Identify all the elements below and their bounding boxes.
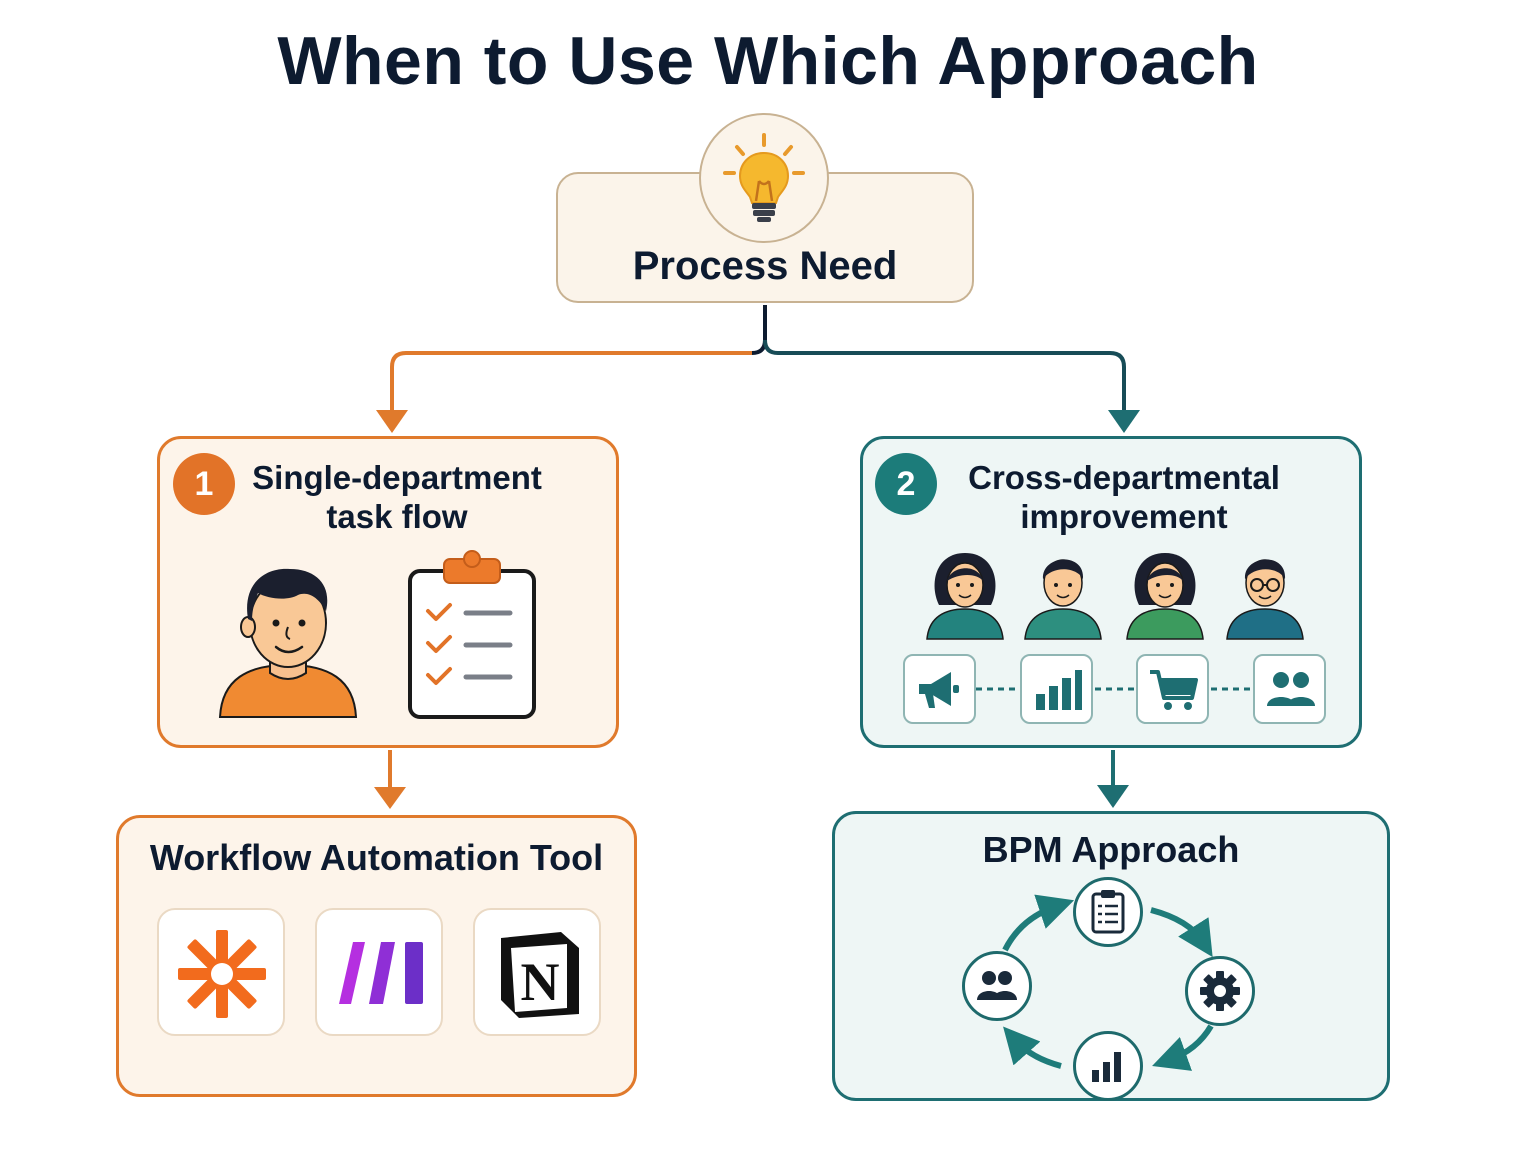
cross-departmental-title: Cross-departmental improvement <box>953 458 1295 536</box>
cycle-arrow-top-right <box>1150 907 1213 958</box>
man-avatar-icon <box>1024 559 1102 640</box>
cycle-arrow-bottom-left <box>1003 1026 1062 1069</box>
bar-chart-icon <box>1092 1052 1121 1082</box>
dept-analytics-tile <box>1020 654 1093 724</box>
dept-marketing-tile <box>903 654 976 724</box>
single-department-title-line-2: task flow <box>326 498 468 535</box>
gear-icon <box>1200 971 1240 1011</box>
zapier-tile <box>157 908 285 1036</box>
process-need-label: Process Need <box>632 244 898 288</box>
clipboard-icon <box>1091 890 1125 934</box>
lightbulb-icon <box>723 133 805 222</box>
woman-avatar-icon <box>1126 553 1204 640</box>
cycle-arrow-bottom-right <box>1152 1024 1214 1071</box>
people-icon <box>977 971 1017 1000</box>
arrow-to-result-1 <box>374 787 406 809</box>
option-2-badge: 2 <box>875 453 937 515</box>
man-with-glasses-avatar-icon <box>1226 559 1304 640</box>
notion-logo: N <box>501 932 579 1018</box>
single-department-card: 1 Single-department task flow <box>157 436 619 748</box>
single-department-title-line-1: Single-department <box>252 459 542 496</box>
bpm-cycle-arrows <box>1002 894 1214 1071</box>
people-icon <box>1267 672 1315 706</box>
make-tile <box>315 908 443 1036</box>
single-department-title: Single-department task flow <box>232 458 562 536</box>
arrow-to-result-2 <box>1097 785 1129 808</box>
cross-departmental-title-line-1: Cross-departmental <box>968 459 1280 496</box>
bar-chart-icon <box>1036 670 1082 710</box>
connector-to-option-1 <box>390 351 752 412</box>
dept-team-tile <box>1253 654 1326 724</box>
workflow-automation-card: Workflow Automation Tool N <box>116 815 637 1097</box>
cycle-node-plan <box>1073 877 1143 947</box>
notion-tile: N <box>473 908 601 1036</box>
cycle-arrow-top-left <box>1002 894 1075 952</box>
clipboard-checklist-icon <box>408 550 536 719</box>
arrow-to-option-1 <box>376 410 408 433</box>
zapier-logo <box>178 930 266 1018</box>
cycle-node-team <box>962 951 1032 1021</box>
woman-avatar-icon <box>926 553 1004 640</box>
cycle-node-execute <box>1185 956 1255 1026</box>
option-1-badge: 1 <box>173 453 235 515</box>
cross-departmental-card: 2 Cross-departmental improvement <box>860 436 1362 748</box>
department-link-lines <box>976 687 1253 691</box>
dept-sales-tile <box>1136 654 1209 724</box>
bpm-approach-title: BPM Approach <box>982 829 1240 870</box>
bpm-approach-card: BPM Approach <box>832 811 1390 1101</box>
notion-letter: N <box>521 952 560 1012</box>
cycle-node-measure <box>1073 1031 1143 1101</box>
workflow-automation-title: Workflow Automation Tool <box>149 837 604 878</box>
megaphone-icon <box>919 672 959 708</box>
connector-to-option-2 <box>763 339 1126 412</box>
cross-departmental-title-line-2: improvement <box>1020 498 1228 535</box>
make-logo <box>339 942 423 1004</box>
person-icon <box>218 568 358 718</box>
connector-root-stem <box>751 305 767 355</box>
shopping-cart-icon <box>1150 670 1198 710</box>
lightbulb-badge <box>699 113 829 243</box>
arrow-to-option-2 <box>1108 410 1140 433</box>
diagram-title: When to Use Which Approach <box>277 23 1259 99</box>
